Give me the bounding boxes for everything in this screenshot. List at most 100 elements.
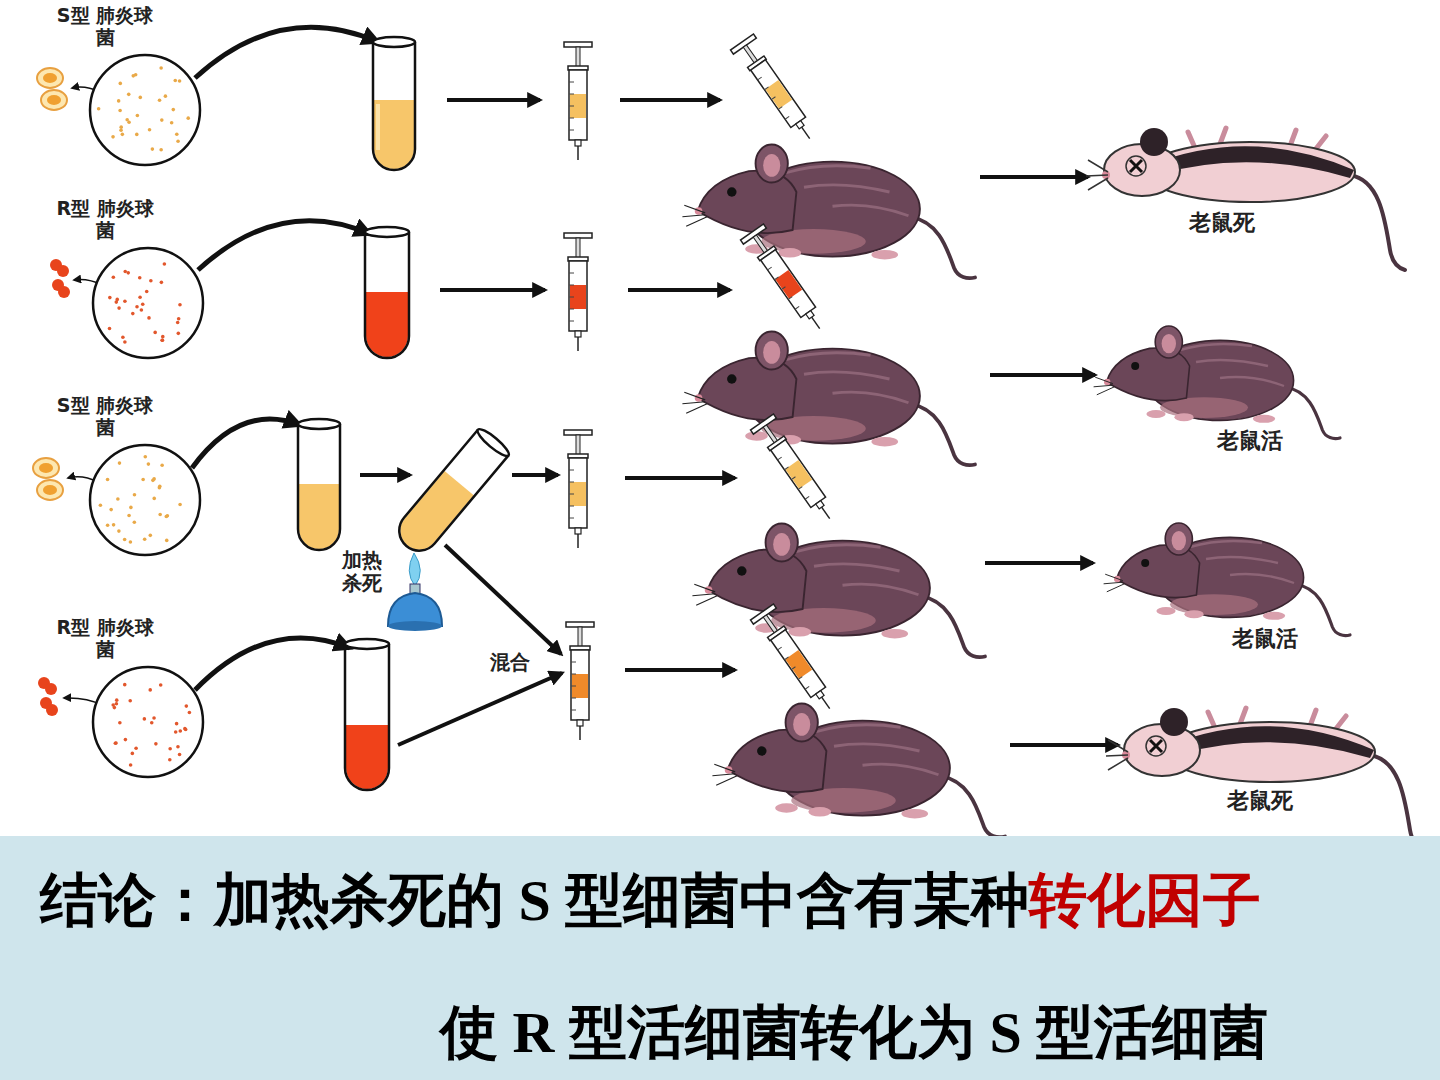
colony-dot — [151, 147, 155, 151]
colony-dot — [149, 279, 153, 283]
colony-dot — [123, 683, 127, 687]
dish-circle — [93, 248, 203, 358]
colony-dot — [160, 118, 164, 122]
petri-dish: R型 肺炎球菌 — [28, 198, 238, 368]
colony-dot — [131, 74, 135, 78]
colony-dot — [168, 747, 172, 751]
colony-dot — [117, 99, 121, 103]
colony-dot — [178, 729, 182, 733]
bacteria-label: R型 肺炎球菌 — [50, 198, 160, 242]
colony-dot — [125, 118, 129, 122]
mice — [682, 128, 1425, 850]
colony-dot — [106, 523, 110, 527]
colony-dot — [188, 711, 192, 715]
colony-dot — [118, 461, 122, 465]
result-label: 老鼠死 — [1227, 788, 1293, 813]
process-label: 加热 杀死 — [338, 549, 386, 595]
colony-dot — [138, 276, 142, 280]
colony-dot — [127, 93, 131, 97]
colony-dot — [129, 763, 133, 767]
colony-dot — [176, 321, 180, 325]
colony-dot — [160, 281, 164, 285]
colony-dot — [141, 302, 145, 306]
colony-dot — [121, 133, 125, 137]
colony-dot — [186, 116, 190, 120]
colony-dot — [152, 716, 156, 720]
dish-circle — [90, 55, 200, 165]
colony-dot — [108, 296, 112, 300]
colony-dot — [129, 506, 133, 510]
colony-dot — [173, 79, 177, 83]
colony-dot — [148, 688, 152, 692]
colony-dot — [170, 121, 174, 125]
colony-dot — [161, 335, 165, 339]
colony-dot — [135, 133, 139, 137]
bacteria-label: R型 肺炎球菌 — [50, 617, 160, 661]
colony-dot — [171, 108, 175, 112]
bacteria-label: S型 肺炎球菌 — [50, 5, 160, 49]
colony-dot — [131, 312, 135, 316]
colony-dot — [154, 742, 158, 746]
colony-dot — [143, 537, 147, 541]
colony-dot — [129, 540, 133, 544]
colony-dot — [184, 728, 188, 732]
conclusion-text: 使 R 型活细菌转化为 S 型活细菌 — [440, 1000, 1268, 1065]
colony-dot — [138, 96, 142, 100]
colony-dot — [112, 275, 116, 279]
colony-dot — [118, 82, 122, 86]
colony-dot — [159, 148, 163, 152]
colony-dot — [113, 706, 117, 710]
colony-dot — [135, 305, 139, 309]
conclusion-line: 使 R 型活细菌转化为 S 型活细菌 — [440, 1000, 1420, 1066]
colony-dot — [177, 317, 181, 321]
petri-dish: R型 肺炎球菌 — [28, 617, 238, 787]
injection-syringes — [731, 34, 842, 717]
colony-dot — [109, 508, 113, 512]
colony-dot — [131, 752, 135, 756]
colony-dot — [161, 338, 165, 342]
process-label: 混合 — [490, 651, 530, 674]
colony-dot — [119, 128, 123, 132]
colony-dot — [143, 455, 147, 459]
dish-outline — [28, 617, 238, 787]
colony-dot — [114, 741, 118, 745]
colony-dot — [163, 262, 167, 266]
colony-dot — [141, 478, 145, 482]
colony-dot — [115, 698, 119, 702]
colony-dot — [176, 745, 180, 749]
colony-dot — [123, 340, 127, 344]
colony-dot — [160, 463, 164, 467]
colony-dot — [177, 332, 181, 336]
colony-dot — [165, 539, 169, 543]
colony-dot — [97, 107, 101, 111]
dish-circle — [90, 445, 200, 555]
colony-dot — [128, 699, 132, 703]
colony-dot — [174, 730, 178, 734]
colony-dot — [160, 339, 164, 343]
colony-dot — [149, 534, 153, 538]
colony-dot — [108, 327, 112, 331]
colony-dot — [123, 300, 127, 304]
colony-dot — [178, 79, 182, 83]
colony-dot — [124, 738, 128, 742]
colony-dot — [106, 478, 110, 482]
colony-dot — [153, 331, 157, 335]
colony-dot — [115, 298, 119, 302]
conclusion-text: 结论：加热杀死的 S 型细菌中含有某种 — [40, 868, 1029, 933]
dish-outline — [28, 5, 238, 175]
colony-dot — [158, 98, 162, 102]
colony-dot — [138, 296, 142, 300]
syringes — [564, 42, 594, 740]
result-label: 老鼠活 — [1217, 428, 1283, 453]
colony-dot — [136, 114, 140, 118]
colony-dot — [159, 66, 163, 70]
colony-dot — [134, 746, 138, 750]
colony-dot — [118, 109, 122, 113]
test-tubes — [298, 37, 512, 790]
colony-dot — [152, 497, 156, 501]
colony-dot — [159, 683, 163, 687]
conclusion-band: 结论：加热杀死的 S 型细菌中含有某种转化因子使 R 型活细菌转化为 S 型活细… — [0, 836, 1440, 1080]
colony-dot — [117, 529, 121, 533]
colony-dot — [147, 462, 151, 466]
